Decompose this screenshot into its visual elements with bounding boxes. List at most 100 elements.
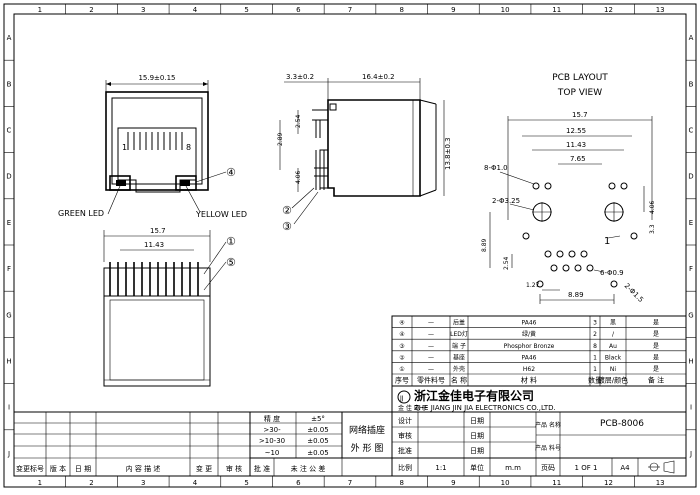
zone-letter-right: F xyxy=(689,265,693,273)
bottom-width-dim: 15.7 xyxy=(150,227,166,235)
date-label-1: 日期 xyxy=(470,417,484,425)
zone-number-bottom: 6 xyxy=(296,479,301,487)
zone-letter: J xyxy=(7,450,10,458)
bom-cell-material: Phosphor Bronze xyxy=(504,343,555,350)
tol-value-2: ±0.05 xyxy=(307,437,328,445)
bom-cell-color: Black xyxy=(605,354,622,361)
bom-header-cell: 名 称 xyxy=(451,376,467,385)
company-name-en: ZHE JIANG JIN JIA ELECTRONICS CO.,LTD. xyxy=(414,404,556,412)
tol-value-1: ±0.05 xyxy=(307,426,328,434)
scale-value: 1:1 xyxy=(435,464,446,472)
pcb-pin1-mark: 1 xyxy=(604,236,610,247)
zone-number-bottom: 4 xyxy=(193,479,198,487)
drawing-title-1: 网络插座 xyxy=(349,424,385,436)
zone-letter-right: J xyxy=(689,450,692,458)
bom-header-cell: 镀层/颜色 xyxy=(598,376,628,385)
bottom-inner-dim: 11.43 xyxy=(144,241,164,249)
zone-number: 6 xyxy=(296,6,301,14)
zone-number-bottom: 7 xyxy=(348,479,352,487)
pcb-layout: PCB LAYOUT TOP VIEW 15.7 12.55 11.43 7.6… xyxy=(481,73,656,304)
zone-number-bottom: 8 xyxy=(399,479,403,487)
pcb-title-1: PCB LAYOUT xyxy=(552,73,608,83)
pcb-dim-8-89: 8.89 xyxy=(481,238,488,252)
bom-cell-material: PA46 xyxy=(522,354,537,361)
bom-cell-color: Ni xyxy=(610,366,616,373)
approve-label: 批准 xyxy=(398,446,412,455)
side-dim-4-06: 4.06 xyxy=(295,170,302,184)
unit-value: m.m xyxy=(505,464,521,472)
bom-cell-rohs: 是 xyxy=(653,343,659,350)
company-logo: JJ xyxy=(399,395,404,402)
pcb-dim-4-06: 4.06 xyxy=(649,200,656,214)
bom-cell-no: ④ xyxy=(399,331,404,338)
zone-letter-right: A xyxy=(689,34,694,42)
revision-header: 变更标号版 本日 期内 容 描 述变 更审 核批 准未 注 公 差 xyxy=(16,464,325,473)
revision-header-cell: 变 更 xyxy=(196,464,212,473)
unit-label: 单位 xyxy=(470,463,484,472)
bom-cell-rohs: 是 xyxy=(653,320,659,327)
pcb-led-hole-label: 6-Φ0.9 xyxy=(600,269,624,277)
pcb-dim-11-43: 11.43 xyxy=(566,141,586,149)
front-view: 15.9±0.15 1 8 GREEN LED YELLOW L xyxy=(58,74,247,219)
design-label: 设计 xyxy=(398,416,412,425)
bom-cell-color: / xyxy=(612,331,615,338)
callout-5: ⑤ xyxy=(226,256,236,269)
page-label: 页码 xyxy=(541,464,555,472)
bom-cell-name: 基座 xyxy=(453,353,465,361)
bom-cell-dash: — xyxy=(428,331,434,338)
bom-cell-color: 黑 xyxy=(610,320,616,327)
bom-cell-dash: — xyxy=(428,354,434,361)
zone-number: 1 xyxy=(38,6,42,14)
pcb-title-2: TOP VIEW xyxy=(557,88,602,98)
bom-cell-name: 后盖 xyxy=(453,319,465,327)
bom-cell-material: PA46 xyxy=(522,320,537,327)
bom-cell-rohs: 是 xyxy=(653,354,659,361)
bom-cell-no: ③ xyxy=(399,343,404,350)
zone-number: 13 xyxy=(656,6,665,14)
revision-header-cell: 批 准 xyxy=(254,464,270,473)
pcb-dim-1-27: 1.27 xyxy=(526,282,540,289)
tol-value-3: ±0.05 xyxy=(307,449,328,457)
revision-header-cell: 版 本 xyxy=(50,464,66,473)
side-view: 3.3±0.2 16.4±0.2 2.54 2.89 4.06 13.8±0.3… xyxy=(277,73,452,233)
bom-cell-material: H62 xyxy=(523,366,535,373)
zone-number-bottom: 11 xyxy=(552,479,561,487)
bom-header-cell: 备 注 xyxy=(648,376,664,385)
zone-number: 2 xyxy=(89,6,93,14)
zone-letter-right: I xyxy=(690,404,692,412)
zone-number: 12 xyxy=(604,6,613,14)
zone-letter: G xyxy=(6,311,11,319)
product-part-value: PCB-8006 xyxy=(600,419,644,429)
zone-number: 7 xyxy=(348,6,352,14)
side-dim-2-89: 2.89 xyxy=(277,132,284,146)
bom-cell-rohs: 是 xyxy=(653,331,659,338)
zone-letter: F xyxy=(7,265,11,273)
bom-cell-name: LED灯 xyxy=(450,330,468,338)
green-led-window xyxy=(109,175,131,191)
zone-letter: A xyxy=(7,34,12,42)
sheet-size: A4 xyxy=(620,464,630,472)
bom-header-cell: 序号 xyxy=(395,376,409,385)
zone-letter-right: D xyxy=(688,173,693,181)
zone-number: 11 xyxy=(552,6,561,14)
pcb-dim-3-3: 3.3 xyxy=(649,224,656,234)
bom-cell-no: ② xyxy=(399,354,405,361)
bom-cell-no: ④ xyxy=(399,320,404,327)
projection-symbol-icon xyxy=(648,460,675,474)
zone-number: 8 xyxy=(399,6,403,14)
bom-cell-qty: 1 xyxy=(593,354,597,361)
bom-header-cell: 零件料号 xyxy=(417,376,445,385)
zone-letter-right: E xyxy=(689,219,693,227)
side-dim-height: 13.8±0.3 xyxy=(444,137,452,170)
date-label-3: 日期 xyxy=(470,447,484,455)
zone-letter: E xyxy=(7,219,11,227)
pcb-large-hole-label: 2-Φ3.25 xyxy=(492,197,520,205)
zone-letter-right: C xyxy=(689,127,694,135)
pcb-right-hole-label: 2-Φ1.5 xyxy=(623,282,645,304)
zone-letter-right: H xyxy=(688,358,693,366)
yellow-led-label: YELLOW LED xyxy=(195,210,247,219)
